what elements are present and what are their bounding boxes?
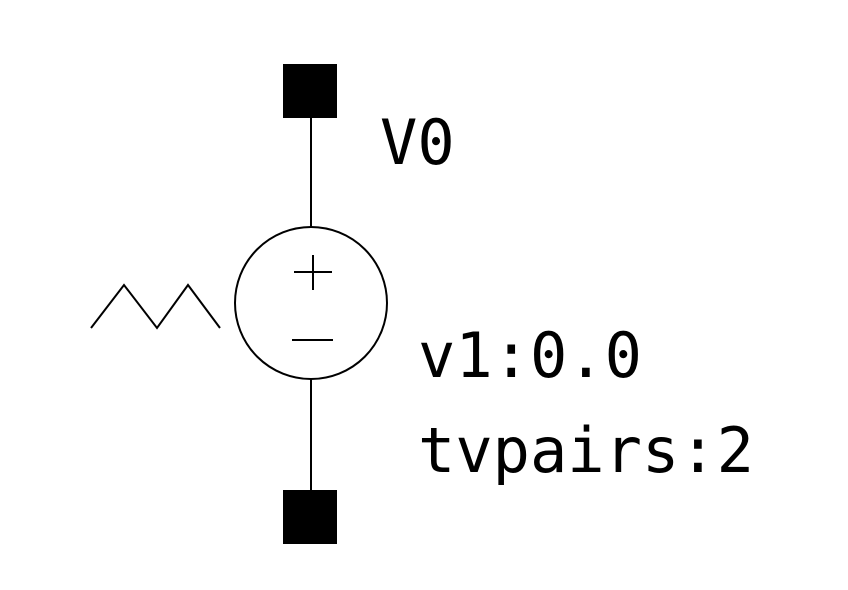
instance-name-label: V0 [380,106,455,179]
param-v1-label: v1:0.0 [418,319,642,392]
voltage-source-body[interactable] [234,226,388,380]
bottom-pin-terminal[interactable] [283,490,337,544]
plus-sign-icon [294,255,332,290]
param-tvpairs-label: tvpairs:2 [418,414,754,487]
top-pin-terminal[interactable] [283,64,337,118]
triangle-wave-icon [90,283,221,330]
